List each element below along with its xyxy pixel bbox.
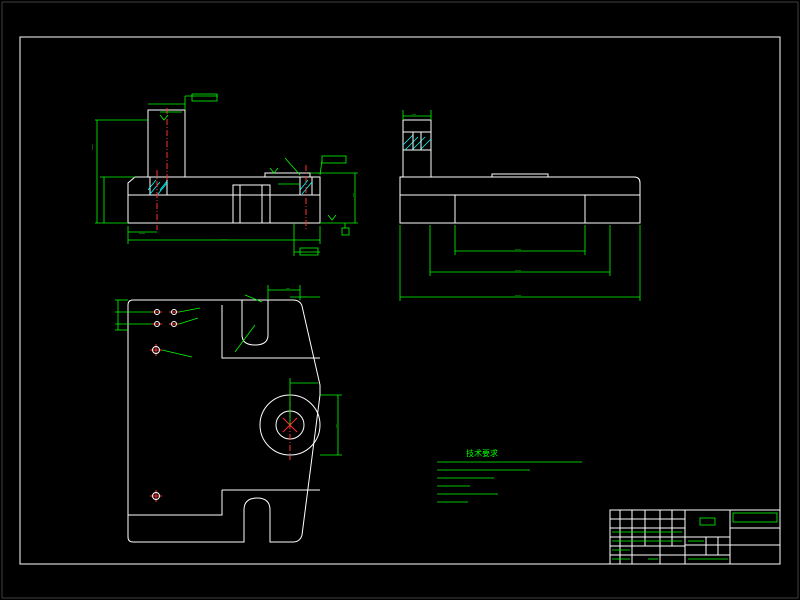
front-view-dimensions — [95, 93, 358, 256]
svg-text:___: ___ — [138, 229, 146, 234]
svg-text:___: ___ — [88, 143, 93, 151]
title-block-entries — [612, 512, 778, 560]
title-block — [609, 509, 781, 565]
top-view-dimension-text: __ __ __ — [285, 284, 337, 429]
svg-text:__: __ — [332, 423, 337, 429]
top-view: __ __ __ — [115, 284, 342, 543]
side-view-dimension-text: __ ___ ___ ___ — [411, 110, 522, 296]
svg-text:____: ____ — [219, 235, 229, 240]
front-view-dimension-text: ___ ___ ____ ___ __ — [88, 143, 354, 255]
side-view-hatching — [402, 134, 432, 151]
svg-text:___: ___ — [514, 245, 522, 250]
top-view-dimensions — [115, 285, 342, 456]
front-view-hatching — [147, 179, 313, 195]
drawing-frame — [19, 36, 781, 565]
svg-text:___: ___ — [514, 291, 522, 296]
svg-text:__: __ — [285, 284, 291, 289]
svg-text:__: __ — [302, 292, 308, 297]
technical-requirements-lines — [437, 461, 582, 503]
technical-requirements: 技术要求 — [437, 448, 582, 503]
side-view-dimensions — [399, 110, 641, 301]
top-view-centerlines — [150, 311, 298, 502]
svg-text:___: ___ — [514, 266, 522, 271]
technical-requirements-heading: 技术要求 — [466, 448, 498, 458]
svg-text:__: __ — [411, 110, 417, 115]
side-view: __ ___ ___ ___ — [399, 110, 641, 301]
front-view: ___ ___ ____ ___ __ — [88, 93, 358, 256]
svg-text:___: ___ — [301, 250, 309, 255]
svg-text:__: __ — [349, 192, 354, 198]
